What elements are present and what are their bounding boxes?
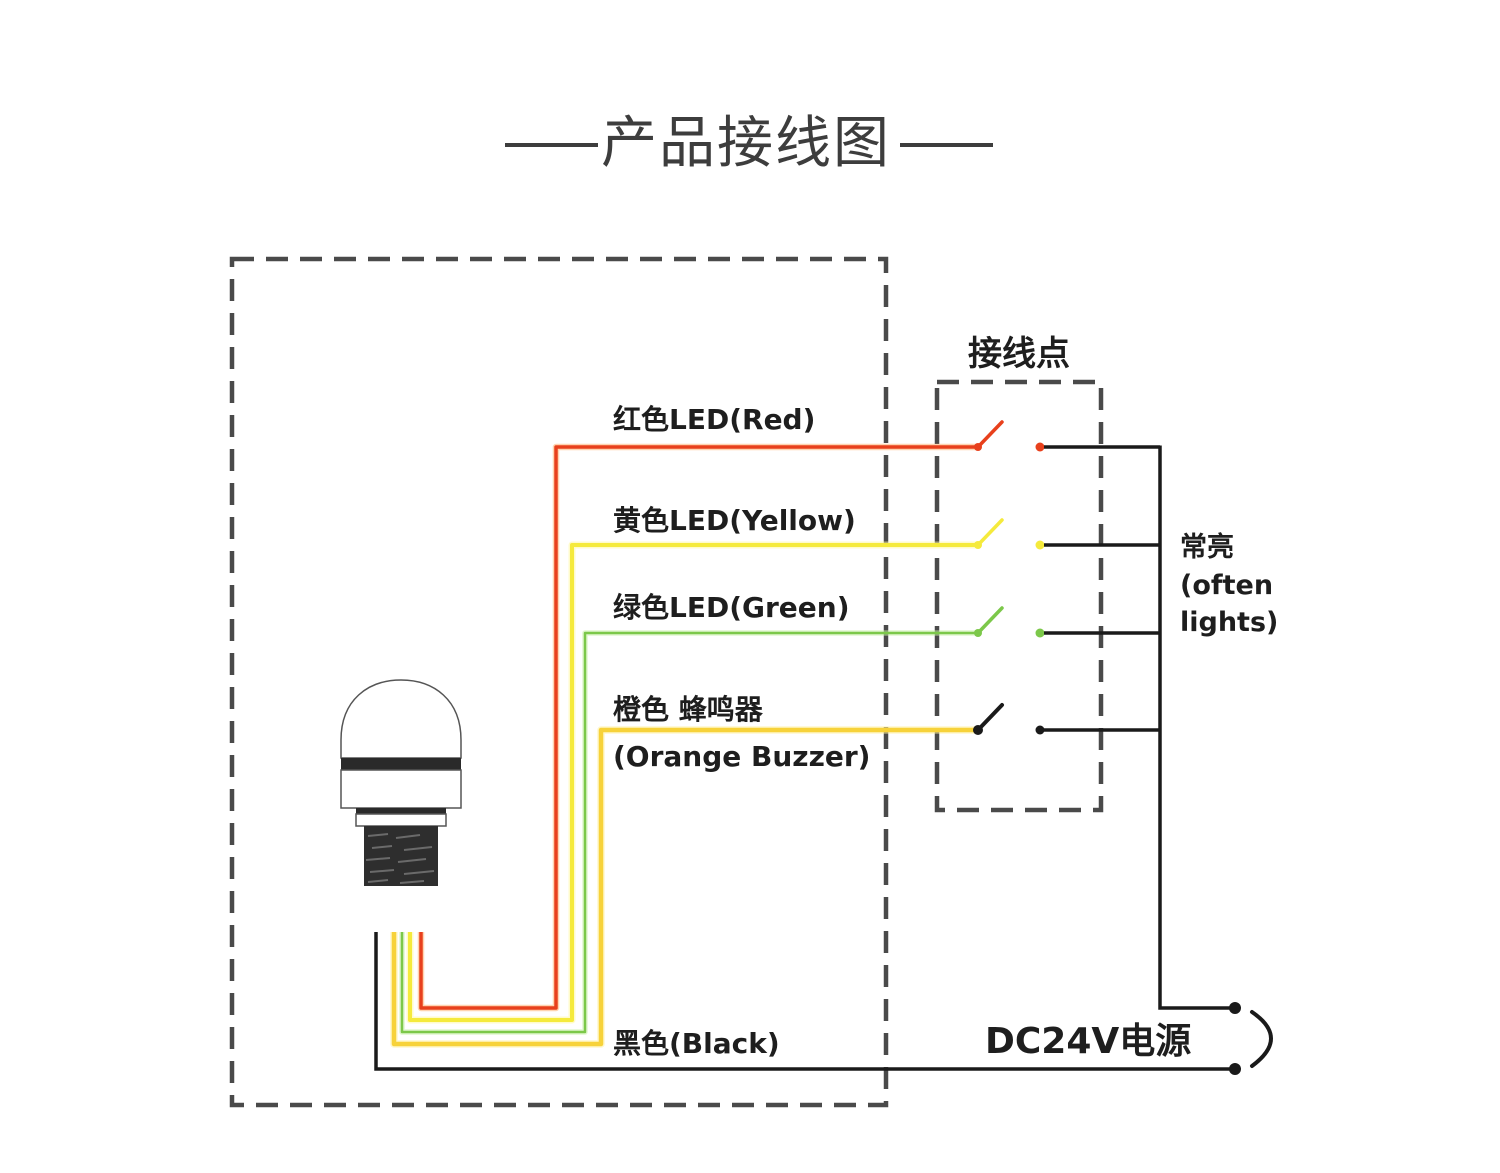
signal-lamp-icon xyxy=(340,679,462,886)
switch-contact-left-red xyxy=(974,443,982,451)
terminal-box-label: 接线点 xyxy=(968,334,1070,374)
wire-yellow xyxy=(408,543,978,1022)
wire-label-red: 红色LED(Red) xyxy=(613,403,815,436)
switch-contact-right-yellow xyxy=(1035,540,1045,550)
wire-orange xyxy=(391,727,978,1047)
wire-orange-glow xyxy=(390,726,978,1048)
wires xyxy=(374,420,1273,1075)
switch-blade-orange xyxy=(976,703,1004,732)
power-terminal-positive xyxy=(1229,1002,1241,1014)
bus-label-en-1: (often xyxy=(1180,570,1273,601)
wire-red xyxy=(419,445,978,1010)
bus-label-en-2: lights) xyxy=(1180,607,1278,638)
switch-contact-left-green xyxy=(974,629,982,637)
switch-contact-right-green xyxy=(1035,628,1045,638)
product-enclosure xyxy=(229,256,889,1108)
title-group: 产品接线图 xyxy=(505,111,993,176)
bus-label-cn: 常亮 xyxy=(1180,531,1234,563)
power-supply-label: DC24V电源 xyxy=(985,1021,1191,1062)
page-title: 产品接线图 xyxy=(601,111,891,176)
switch-blade-yellow xyxy=(976,518,1004,547)
switch-blade-green xyxy=(976,606,1004,635)
terminal-box xyxy=(934,379,1104,813)
switch-contact-left-yellow xyxy=(974,541,982,549)
power-terminal-negative xyxy=(1229,1063,1241,1075)
wire-label-orange-en: (Orange Buzzer) xyxy=(613,740,870,773)
wire-label-green: 绿色LED(Green) xyxy=(613,591,850,624)
wire-label-orange-cn: 橙色 蜂鸣器 xyxy=(613,693,764,726)
switch-blade-red xyxy=(976,420,1004,449)
wire-black xyxy=(374,932,1235,1071)
switch-contact-right-red xyxy=(1035,442,1045,452)
wire-green xyxy=(400,631,978,1034)
common-bus xyxy=(1158,445,1235,1010)
power-supply-bracket xyxy=(1250,1010,1273,1068)
switch-contact-left-orange xyxy=(973,725,983,735)
wire-label-yellow: 黄色LED(Yellow) xyxy=(613,504,856,537)
switch-contact-right-orange xyxy=(1035,725,1045,735)
wire-label-black: 黑色(Black) xyxy=(613,1027,780,1060)
